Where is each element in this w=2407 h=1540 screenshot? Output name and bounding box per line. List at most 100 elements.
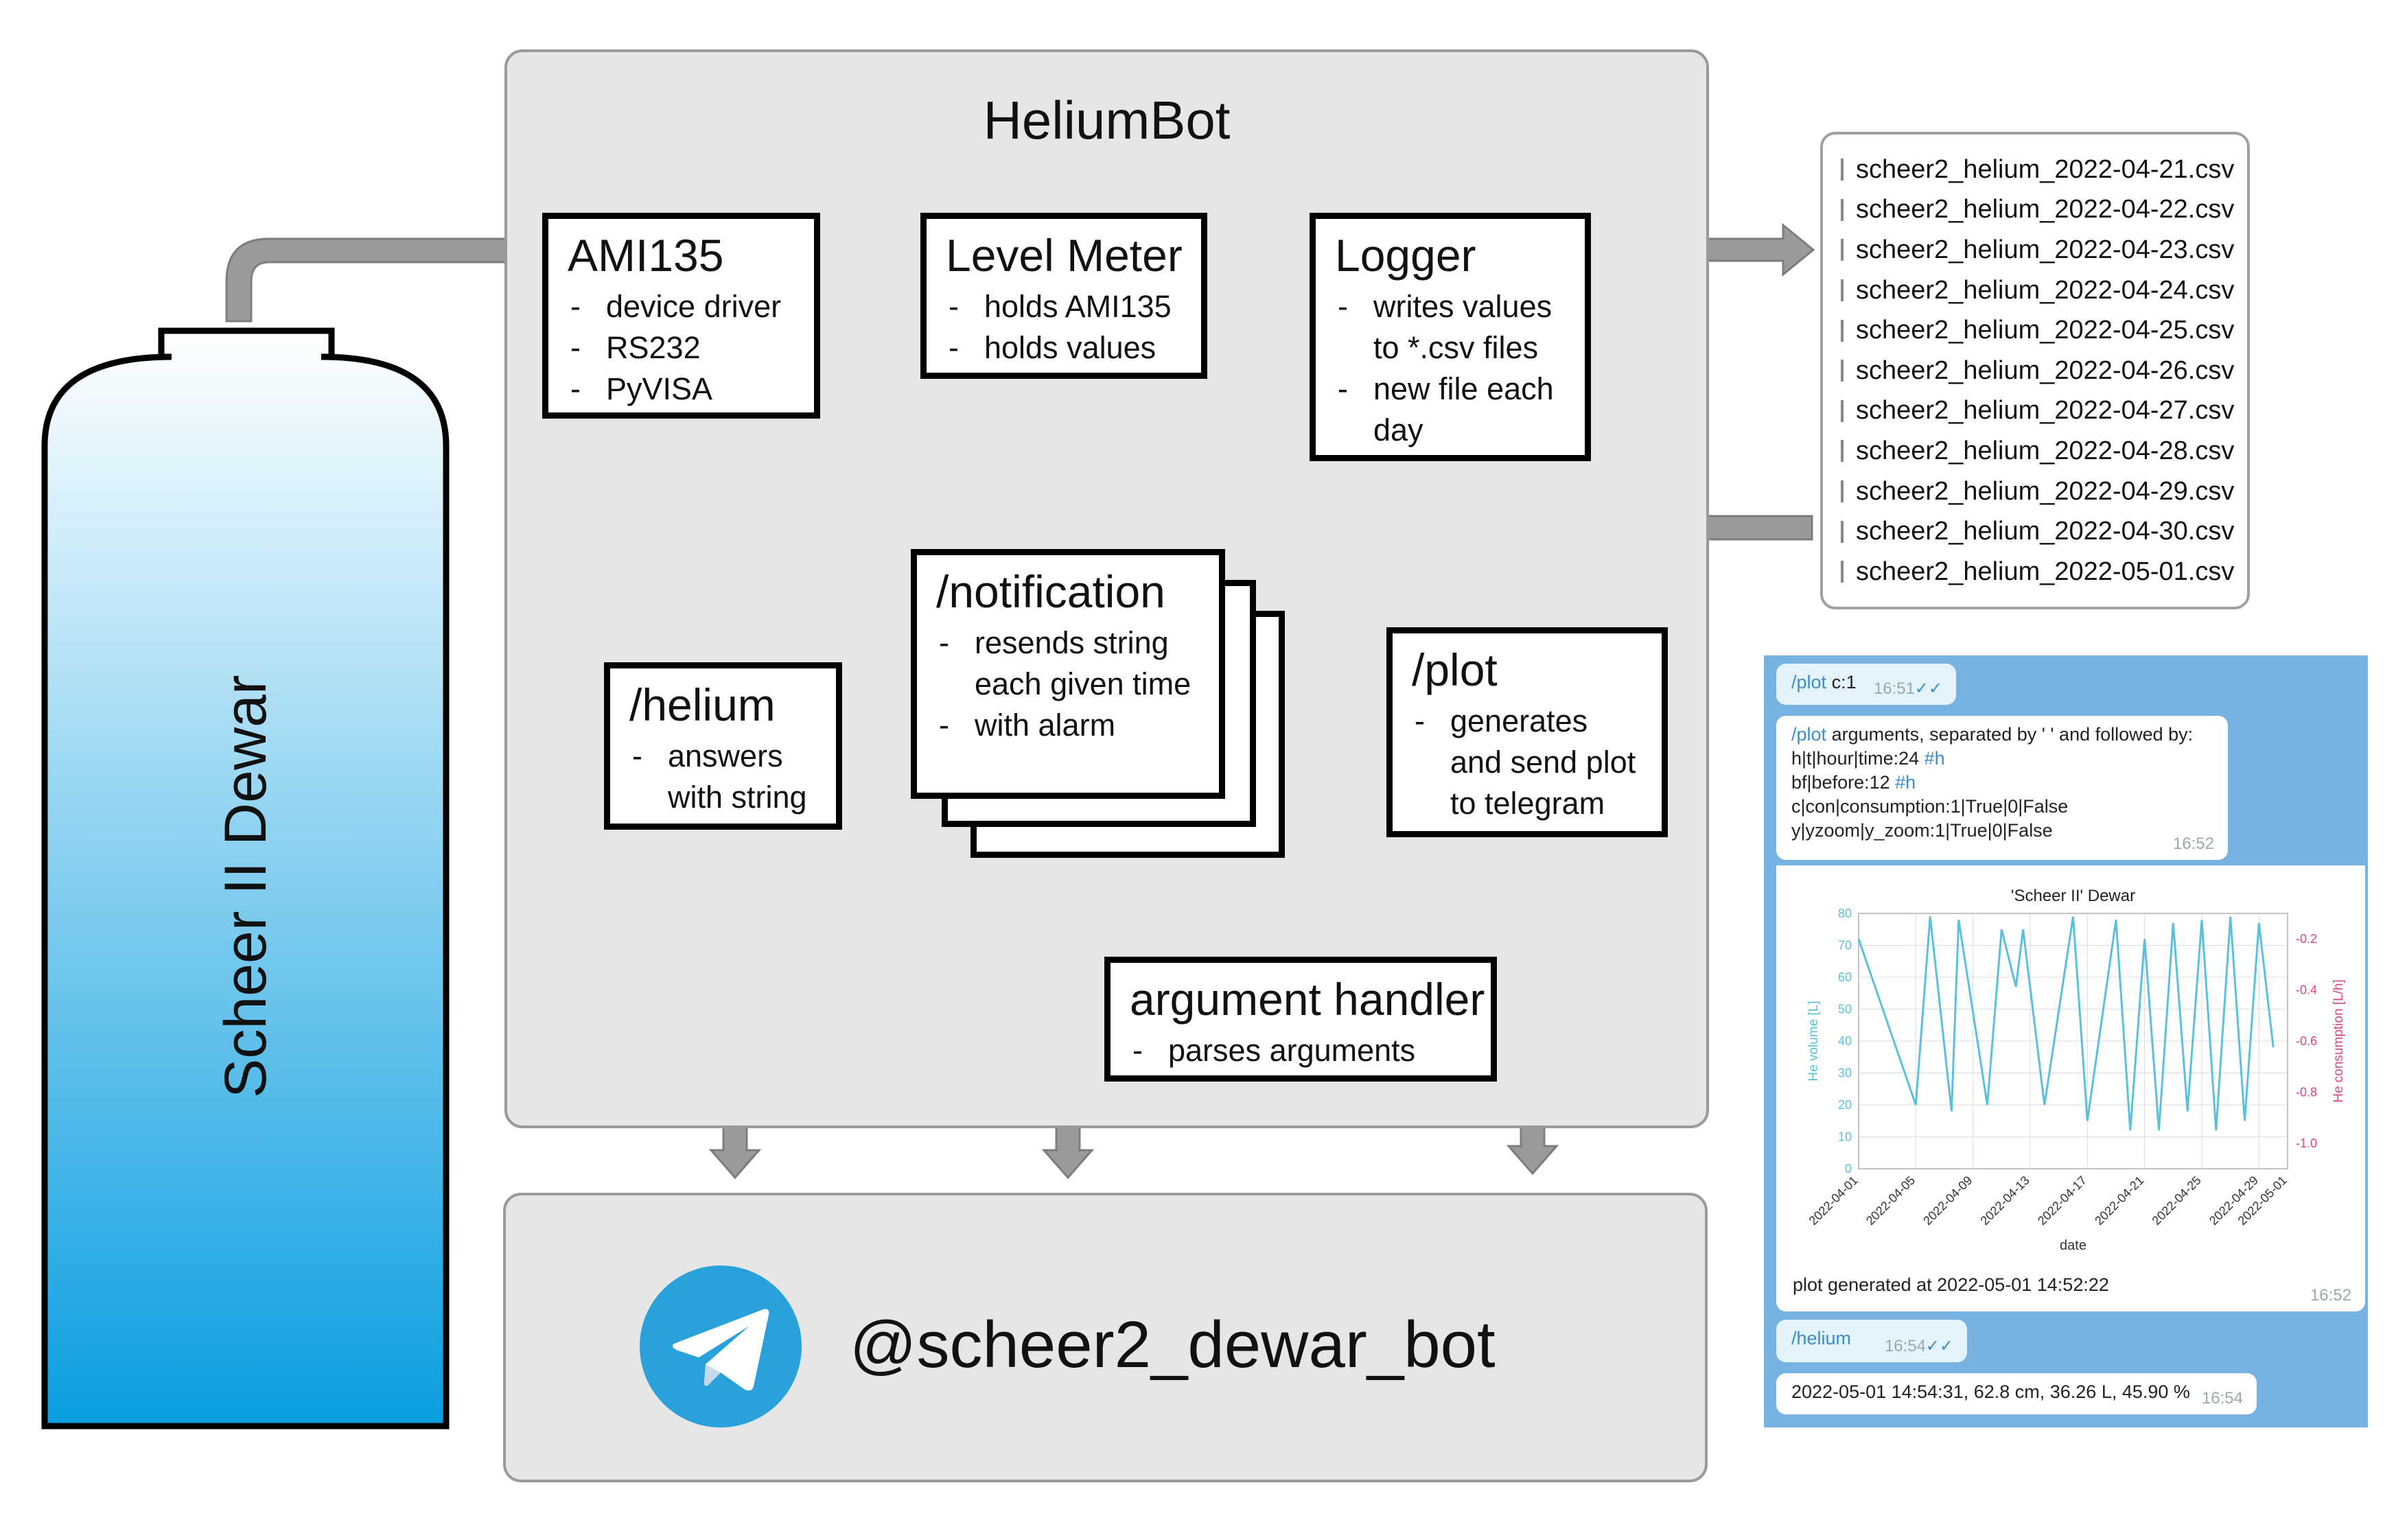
chat-message-helium-command: /helium 16:54 ✓✓ (1776, 1320, 1967, 1362)
file-icon (1841, 360, 1844, 382)
logger-title: Logger (1335, 230, 1476, 281)
ami135-item: RS232 (568, 327, 795, 369)
chat-message-plot-command: /plot c:1 16:51 ✓✓ (1776, 664, 1956, 705)
file-item[interactable]: scheer2_helium_2022-04-23.csv (1841, 230, 2234, 270)
file-item[interactable]: scheer2_helium_2022-05-01.csv (1841, 552, 2234, 592)
chat-time: 16:54 (2201, 1389, 2243, 1408)
file-icon (1841, 319, 1844, 342)
chart-x-tick-label: 2022-04-17 (2035, 1174, 2089, 1228)
level-meter-item: holds AMI135 (946, 286, 1182, 327)
file-icon (1841, 440, 1844, 463)
chart-y-tick-label: 50 (1838, 1003, 1852, 1016)
chart-x-tick-label: 2022-04-01 (1806, 1174, 1861, 1228)
chat-hashtag[interactable]: #h (1924, 748, 1945, 769)
chat-message-plot-help: /plot arguments, separated by ' ' and fo… (1776, 716, 2228, 860)
chat-command[interactable]: /helium (1791, 1328, 1852, 1349)
chat-time: 16:54 (1884, 1337, 1926, 1355)
file-name: scheer2_helium_2022-04-27.csv (1856, 396, 2235, 425)
chat-arg-line: bf|before:12 (1791, 772, 1890, 793)
file-item[interactable]: scheer2_helium_2022-04-29.csv (1841, 471, 2234, 512)
volume-series-line (1857, 916, 2275, 1131)
chat-arg-line: h|t|hour|time:24 (1791, 748, 1920, 769)
file-item[interactable]: scheer2_helium_2022-04-22.csv (1841, 190, 2234, 231)
chart-y-tick-label: 20 (1838, 1098, 1852, 1112)
chart-y2-tick-label: -0.8 (2296, 1085, 2317, 1099)
chart-y-tick-label: 60 (1838, 970, 1852, 984)
chart-y-tick-label: 0 (1845, 1162, 1852, 1176)
file-icon (1841, 399, 1844, 422)
helium-title: /helium (629, 679, 776, 730)
ami135-module: AMI135 device driver RS232 PyVISA (542, 213, 820, 419)
file-name: scheer2_helium_2022-04-26.csv (1856, 355, 2235, 385)
chart-y-axis-label: He volume [L] (1806, 1001, 1821, 1081)
argument-handler-title: argument handler (1130, 974, 1485, 1025)
level-meter-title: Level Meter (946, 230, 1183, 281)
helium-module: /helium answers with string (604, 662, 842, 830)
chat-arg-line: c|con|consumption:1|True|0|False (1791, 796, 2069, 817)
logger-module: Logger writes values to *.csv files new … (1310, 213, 1591, 461)
ami135-title: AMI135 (568, 230, 724, 281)
level-meter-module: Level Meter holds AMI135 holds values (920, 213, 1207, 379)
chart-y2-tick-label: -0.4 (2296, 983, 2317, 997)
chat-command[interactable]: /plot (1791, 724, 1827, 745)
bot-handle[interactable]: @scheer2_dewar_bot (850, 1308, 1496, 1381)
chat-args: c:1 (1831, 672, 1857, 692)
chat-command[interactable]: /plot (1791, 672, 1827, 692)
file-item[interactable]: scheer2_helium_2022-04-21.csv (1841, 150, 2234, 190)
plot-title: /plot (1412, 644, 1498, 695)
telegram-chat: /plot c:1 16:51 ✓✓ /plot arguments, sepa… (1764, 655, 2368, 1427)
notification-item: resends string each given time (936, 622, 1200, 705)
chart-y2-axis-label: He consumption [L/h] (2332, 979, 2346, 1103)
chart-y-tick-label: 70 (1838, 939, 1852, 953)
chart-y2-tick-label: -0.6 (2296, 1034, 2317, 1048)
chat-plot-caption: plot generated at 2022-05-01 14:52:22 (1793, 1274, 2109, 1295)
chart-y-tick-label: 80 (1838, 907, 1852, 920)
file-icon (1841, 480, 1844, 503)
read-checkmark-icon: ✓✓ (1914, 679, 1942, 698)
chart-x-tick-label: 2022-04-21 (2092, 1174, 2146, 1228)
file-item[interactable]: scheer2_helium_2022-04-25.csv (1841, 310, 2234, 351)
consumption-chart[interactable]: 'Scheer II' Dewar01020304050607080-0.2-0… (1776, 865, 2365, 1263)
logger-item: new file each day (1335, 369, 1566, 451)
file-icon (1841, 561, 1844, 583)
argument-handler-item: parses arguments (1130, 1030, 1472, 1071)
file-item[interactable]: scheer2_helium_2022-04-27.csv (1841, 391, 2234, 432)
ami135-item: PyVISA (568, 369, 795, 410)
file-name: scheer2_helium_2022-04-23.csv (1856, 235, 2235, 264)
chat-time: 16:51 (1873, 679, 1915, 698)
file-name: scheer2_helium_2022-04-30.csv (1856, 517, 2235, 546)
chart-y-tick-label: 30 (1838, 1066, 1852, 1080)
file-item[interactable]: scheer2_helium_2022-04-24.csv (1841, 270, 2234, 311)
chart-y2-tick-label: -1.0 (2296, 1136, 2317, 1150)
chat-time: 16:52 (2310, 1286, 2351, 1305)
chat-time: 16:52 (2172, 835, 2214, 853)
file-name: scheer2_helium_2022-04-21.csv (1856, 154, 2235, 184)
level-meter-item: holds values (946, 327, 1182, 369)
csv-file-list: scheer2_helium_2022-04-21.csv scheer2_he… (1820, 132, 2250, 609)
chart-y2-tick-label: -0.2 (2296, 932, 2317, 946)
file-icon (1841, 520, 1844, 543)
dewar-to-ami135-arrow (225, 226, 541, 323)
dewar-vessel (41, 327, 450, 1430)
helium-item: answers with string (629, 736, 817, 818)
logger-item: writes values to *.csv files (1335, 286, 1566, 369)
file-name: scheer2_helium_2022-04-25.csv (1856, 316, 2235, 345)
chat-hashtag[interactable]: #h (1895, 772, 1916, 793)
chat-arg-line: y|yzoom|y_zoom:1|True|0|False (1791, 820, 2053, 841)
dewar-label: Scheer II Dewar (213, 675, 279, 1098)
file-item[interactable]: scheer2_helium_2022-04-28.csv (1841, 431, 2234, 471)
chart-title: 'Scheer II' Dewar (2011, 887, 2135, 905)
chart-x-axis-label: date (2060, 1238, 2086, 1253)
file-item[interactable]: scheer2_helium_2022-04-30.csv (1841, 511, 2234, 552)
notification-module: /notification resends string each given … (911, 549, 1225, 799)
file-name: scheer2_helium_2022-04-24.csv (1856, 275, 2235, 305)
file-name: scheer2_helium_2022-05-01.csv (1856, 557, 2235, 586)
file-item[interactable]: scheer2_helium_2022-04-26.csv (1841, 351, 2234, 391)
file-name: scheer2_helium_2022-04-22.csv (1856, 195, 2235, 224)
ami135-item: device driver (568, 286, 795, 327)
telegram-logo-icon (640, 1265, 802, 1427)
chat-intro: arguments, separated by ' ' and followed… (1831, 724, 2194, 745)
plot-item: generates and send plot to telegram (1412, 701, 1642, 824)
file-icon (1841, 239, 1844, 261)
